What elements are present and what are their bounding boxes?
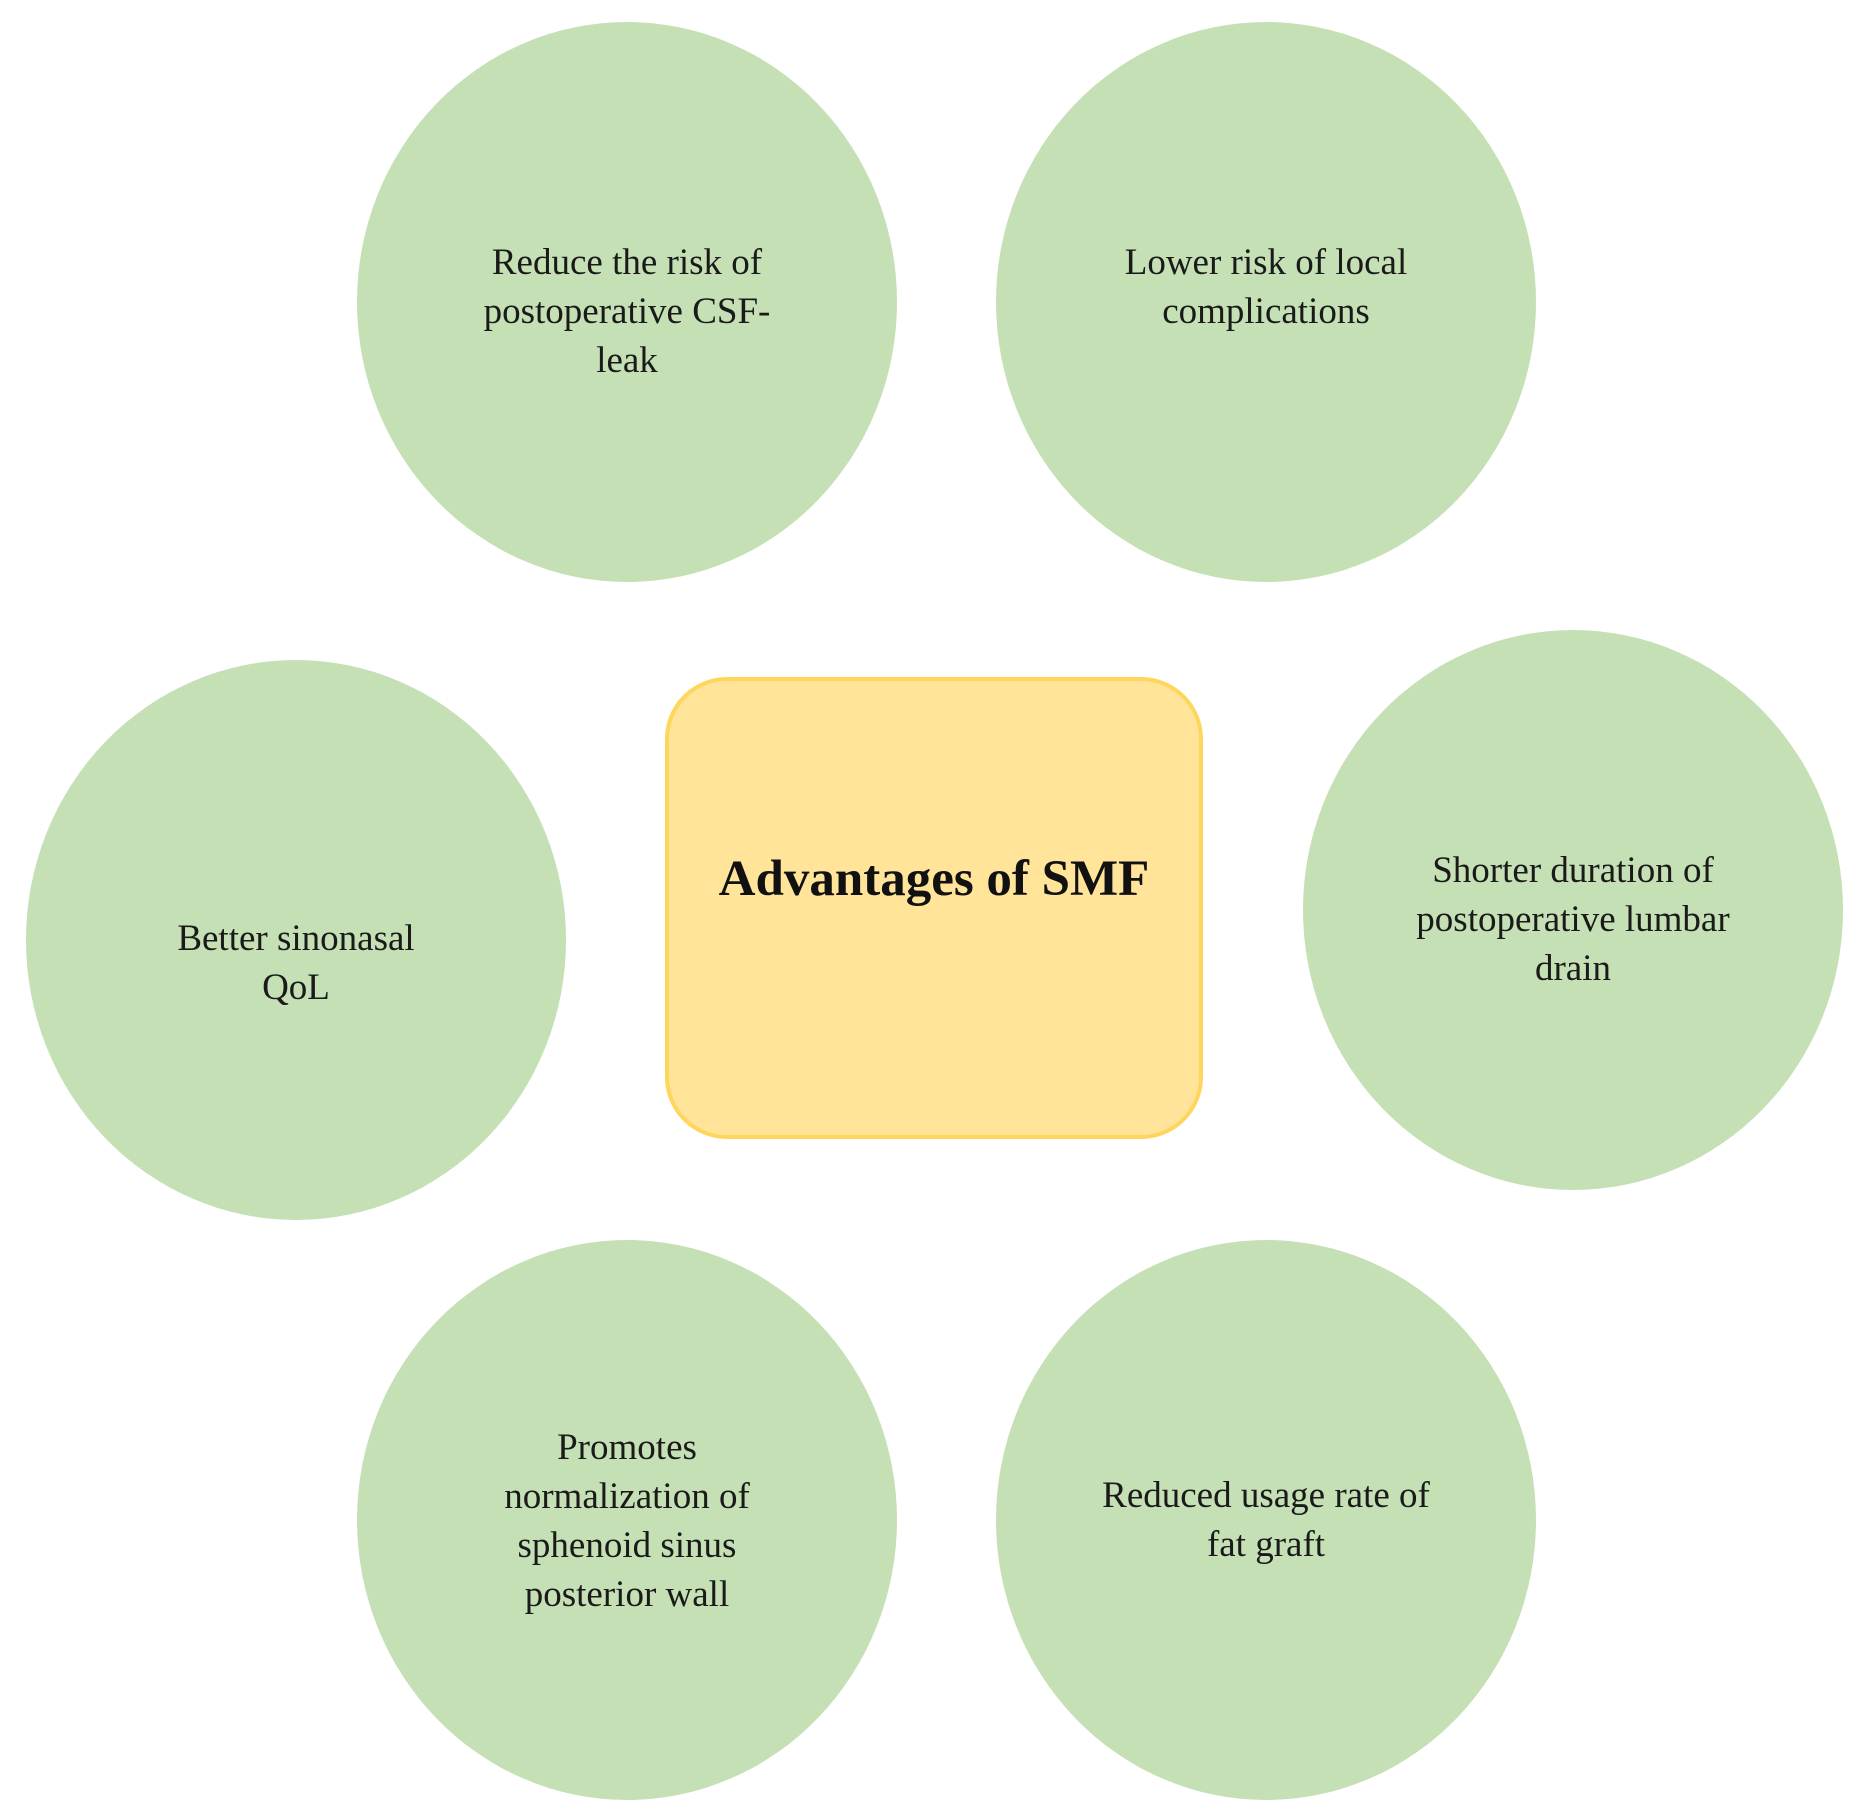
node-reduce-csf-leak-risk: Reduce the risk of postoperative CSF-lea… [357, 22, 897, 582]
node-label: Promotes normalization of sphenoid sinus… [504, 1427, 750, 1615]
center-node-title: Advantages of SMF [718, 851, 1150, 907]
node-label: Shorter duration of postoperative lumbar… [1416, 850, 1730, 989]
node-lower-local-complications: Lower risk of local complications [996, 22, 1536, 582]
node-label: Reduce the risk of postoperative CSF-lea… [483, 242, 771, 381]
center-node: Advantages of SMF [665, 677, 1203, 1139]
node-label: Reduced usage rate of fat graft [1102, 1475, 1430, 1565]
node-shorter-lumbar-drain: Shorter duration of postoperative lumbar… [1303, 630, 1843, 1190]
node-reduced-fat-graft: Reduced usage rate of fat graft [996, 1240, 1536, 1800]
node-sphenoid-wall-normalization: Promotes normalization of sphenoid sinus… [357, 1240, 897, 1800]
node-better-sinonasal-qol: Better sinonasal QoL [26, 660, 566, 1220]
node-label: Lower risk of local complications [1124, 242, 1408, 332]
node-label: Better sinonasal QoL [177, 918, 415, 1008]
